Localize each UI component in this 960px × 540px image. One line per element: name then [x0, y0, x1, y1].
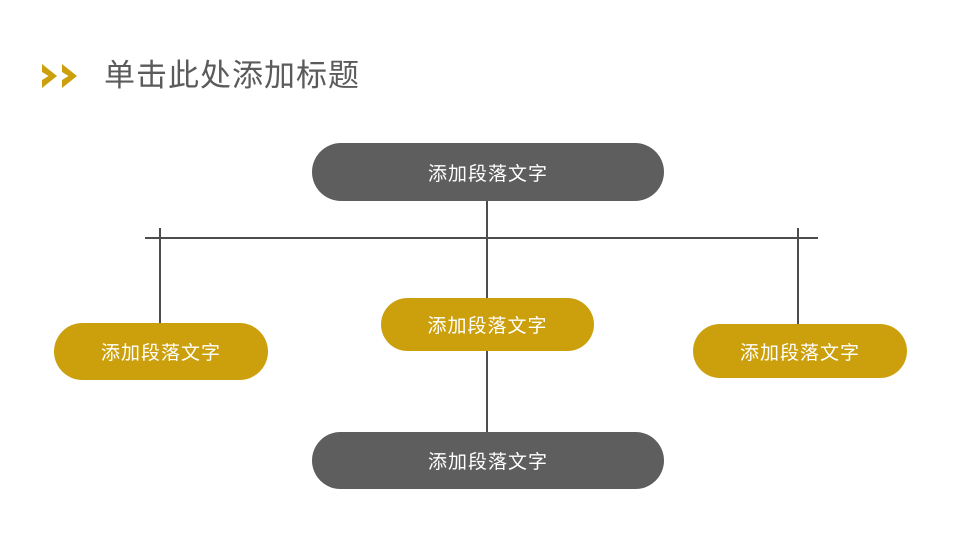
connector-middle-to-bottom — [486, 350, 488, 434]
node-top[interactable]: 添加段落文字 — [312, 143, 664, 201]
double-chevron-right-icon — [40, 63, 88, 89]
connector-horizontal-bar — [145, 237, 818, 239]
page-title: 单击此处添加标题 — [104, 57, 360, 93]
slide-title-row: 单击此处添加标题 — [40, 52, 360, 98]
node-left[interactable]: 添加段落文字 — [54, 323, 268, 380]
connector-to-right-node — [797, 228, 799, 325]
node-right-label: 添加段落文字 — [739, 342, 860, 364]
connector-to-left-node — [159, 228, 161, 324]
node-middle-label: 添加段落文字 — [427, 316, 548, 337]
node-left-label: 添加段落文字 — [100, 343, 221, 364]
connector-top-to-middle — [486, 200, 488, 300]
node-bottom[interactable]: 添加段落文字 — [312, 432, 664, 489]
node-right[interactable]: 添加段落文字 — [693, 324, 907, 378]
node-top-label: 添加段落文字 — [427, 163, 548, 185]
node-middle[interactable]: 添加段落文字 — [381, 298, 594, 351]
node-bottom-label: 添加段落文字 — [427, 452, 548, 473]
